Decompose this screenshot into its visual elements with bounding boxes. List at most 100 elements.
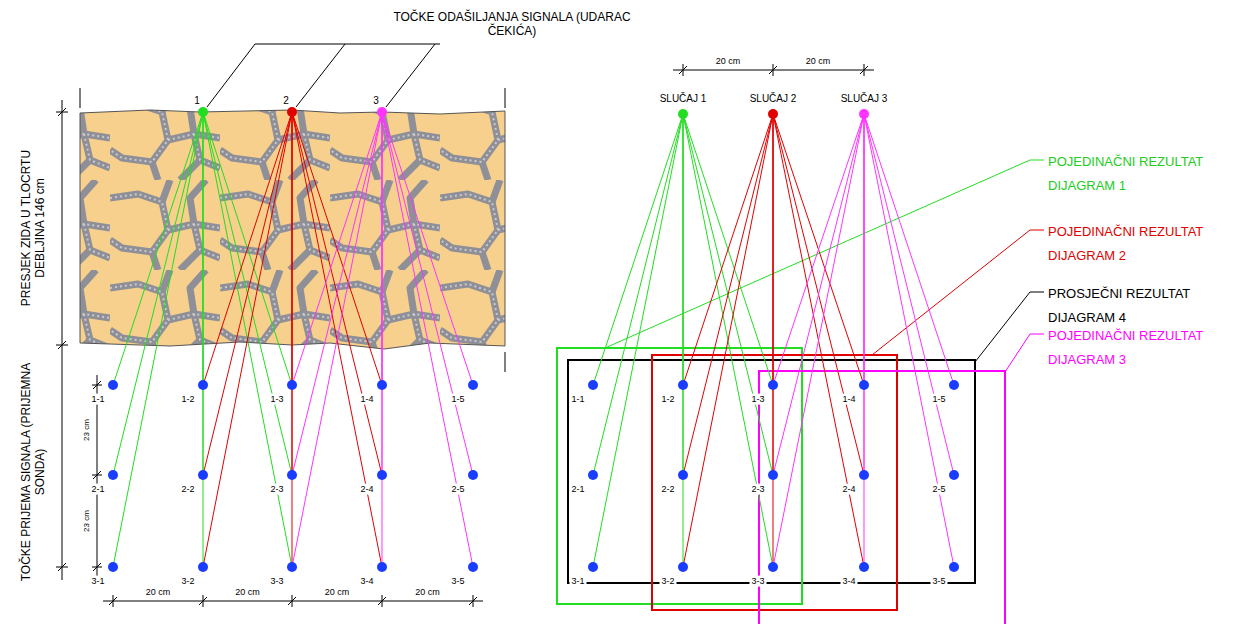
signal-ray — [113, 112, 203, 567]
receiver-point — [859, 562, 869, 572]
signal-ray — [683, 114, 773, 567]
emitter-point — [287, 107, 297, 117]
signal-ray — [773, 114, 864, 567]
signal-ray — [683, 114, 773, 385]
signal-ray — [203, 112, 292, 475]
receiver-point — [949, 470, 959, 480]
signal-ray — [382, 112, 383, 567]
receiver-point — [108, 380, 118, 390]
signal-ray — [683, 114, 684, 567]
receiver-point — [468, 380, 478, 390]
signal-ray — [593, 114, 683, 475]
receiver-point — [949, 380, 959, 390]
signal-ray — [773, 114, 864, 385]
dimension-lines — [56, 64, 874, 607]
point-label: 2-5 — [930, 484, 947, 495]
signal-ray — [203, 112, 204, 567]
point-label: 3-4 — [840, 576, 857, 587]
signal-ray — [203, 112, 292, 385]
point-label: 3-1 — [569, 576, 586, 587]
signal-ray — [864, 114, 954, 567]
point-label: 3-2 — [659, 576, 676, 587]
signal-ray — [773, 114, 864, 475]
receiver-point — [198, 470, 208, 480]
leader-lines — [207, 44, 440, 107]
point-label: 2-4 — [358, 484, 375, 495]
point-label: 1-1 — [89, 394, 106, 405]
point-label: 1-1 — [569, 394, 586, 405]
point-label: 1-4 — [840, 394, 857, 405]
receiver-point — [588, 562, 598, 572]
point-label: 1-3 — [268, 394, 285, 405]
signal-ray — [864, 114, 865, 567]
signal-ray — [292, 112, 382, 475]
point-label: 2-1 — [569, 484, 586, 495]
measurement-points — [108, 107, 959, 572]
point-label: 2-3 — [749, 484, 766, 495]
signal-ray — [683, 114, 773, 475]
section-label: PRESJEK ZIDA U TLOCRTU DEBLJINA 146 cm — [19, 123, 48, 333]
wall-edge-mark — [505, 352, 506, 372]
point-label: 2-5 — [449, 484, 466, 495]
receiver-point — [377, 562, 387, 572]
point-label: 1-5 — [449, 394, 466, 405]
point-label: 2-1 — [89, 484, 106, 495]
point-label: 1-3 — [749, 394, 766, 405]
signal-ray — [292, 112, 293, 567]
signal-ray — [292, 112, 382, 567]
point-label: 1-2 — [179, 394, 196, 405]
receiver-point — [287, 562, 297, 572]
point-label: 3-5 — [449, 576, 466, 587]
result-label: PROSJEČNI REZULTAT DIJAGRAM 4 — [1048, 282, 1238, 330]
case-label: SLUČAJ 3 — [841, 93, 888, 105]
dimension-text: 20 cm — [235, 587, 260, 598]
signal-ray — [773, 114, 864, 567]
receiver-point — [468, 562, 478, 572]
signal-ray — [203, 112, 292, 475]
signal-ray — [382, 112, 473, 567]
receiver-point — [377, 380, 387, 390]
receiver-point — [768, 562, 778, 572]
signal-ray — [683, 114, 773, 475]
receiver-point — [198, 380, 208, 390]
result-label: POJEDINAČNI REZULTAT DIJAGRAM 2 — [1048, 220, 1238, 268]
signal-ray — [292, 112, 382, 385]
receiver-point — [678, 380, 688, 390]
result-label: POJEDINAČNI REZULTAT DIJAGRAM 3 — [1048, 324, 1238, 372]
dimension-text: 20 cm — [325, 587, 350, 598]
signal-ray — [113, 112, 203, 385]
signal-ray — [292, 112, 382, 475]
wall-edge-mark — [505, 88, 506, 108]
receiver-point — [468, 470, 478, 480]
signal-ray — [864, 114, 954, 385]
point-label: 2-2 — [659, 484, 676, 495]
receiver-point — [859, 380, 869, 390]
receiver-point — [108, 562, 118, 572]
signal-rays — [113, 112, 954, 567]
emitter-number: 2 — [283, 95, 289, 107]
dimension-text: 20 cm — [806, 56, 831, 67]
signal-ray — [593, 114, 683, 385]
point-label: 3-3 — [749, 576, 766, 587]
signal-ray — [292, 112, 382, 567]
signal-ray — [773, 114, 774, 567]
receiver-point — [287, 380, 297, 390]
emitter-point — [198, 107, 208, 117]
dimension-text: 23 cm — [82, 510, 92, 532]
receiver-point — [287, 470, 297, 480]
signal-ray — [203, 112, 292, 567]
point-label: 1-4 — [358, 394, 375, 405]
signal-ray — [864, 114, 954, 475]
emitter-number: 3 — [373, 95, 379, 107]
receiver-point — [768, 470, 778, 480]
emitter-number: 1 — [194, 95, 200, 107]
dimension-text: 20 cm — [146, 587, 171, 598]
dimension-text: 20 cm — [716, 56, 741, 67]
signal-ray — [113, 112, 203, 475]
receiver-point — [198, 562, 208, 572]
wall-edge-mark — [80, 88, 81, 108]
signal-ray — [292, 112, 382, 385]
case-label: SLUČAJ 1 — [660, 93, 707, 105]
point-label: 3-2 — [179, 576, 196, 587]
receiver-point — [859, 470, 869, 480]
